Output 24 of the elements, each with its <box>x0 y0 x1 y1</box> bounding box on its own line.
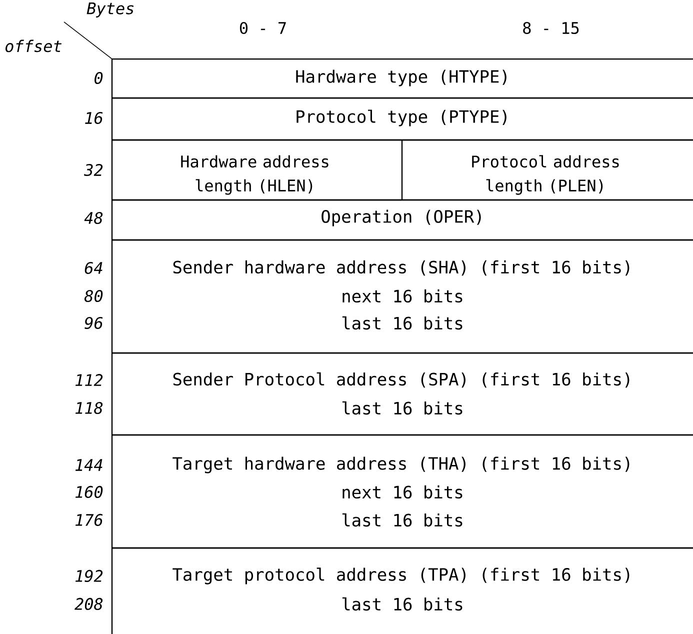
field-cell: Hardware address length (HLEN) <box>111 139 403 201</box>
bit-offset: 176 <box>75 514 103 526</box>
column-header: 8 - 15 <box>523 22 579 34</box>
field-cell: Protocol type (PTYPE) <box>111 97 693 141</box>
bit-offset: 118 <box>75 402 103 414</box>
bit-offset: 16 <box>85 112 103 124</box>
field-cell: Operation (OPER) <box>111 199 693 241</box>
field-cell: Hardware type (HTYPE) <box>111 58 693 99</box>
field-cell: Protocol address length (PLEN) <box>401 139 693 201</box>
field-cell: Sender Protocol address (SPA) (first 16 bits) last 16 bits <box>111 352 693 436</box>
column-header: Bytes <box>86 2 134 18</box>
column-header: 0 - 7 <box>240 22 286 34</box>
bit-offset: 48 <box>84 212 103 224</box>
bit-offset: 64 <box>84 262 102 274</box>
bit-offset: 112 <box>75 374 103 386</box>
bit-offset: 96 <box>84 316 103 330</box>
field-cell: Sender hardware address (SHA) (first 16 bits) next 16 bits last 16 bits <box>111 239 693 354</box>
field-cell: Target protocol address (TPA) (first 16 bits) last 16 bits <box>111 547 693 634</box>
row-header: offset <box>6 40 62 52</box>
bit-offset: 144 <box>75 459 102 471</box>
bit-offset: 192 <box>75 570 103 582</box>
bit-offset: 0 <box>94 72 103 84</box>
field-cell: Target hardware address (THA) (first 16 bits) next 16 bits last 16 bits <box>111 434 693 549</box>
bit-offset: 32 <box>84 164 103 176</box>
